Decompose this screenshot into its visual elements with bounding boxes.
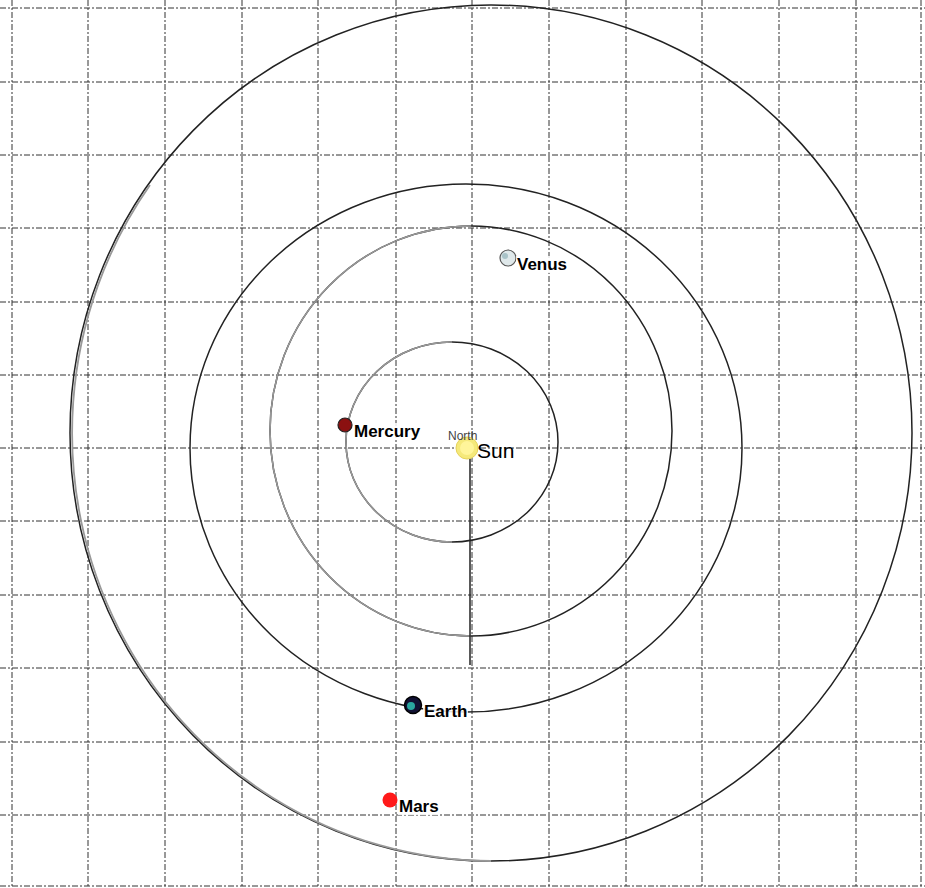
grid-line — [0, 228, 925, 229]
venus-orbit-far — [270, 226, 471, 636]
mars-orbit — [70, 5, 912, 861]
grid-line — [88, 0, 89, 888]
grid-line — [0, 742, 925, 743]
grid-line — [12, 0, 13, 888]
mars-orbit-far — [72, 185, 491, 861]
grid-line — [702, 0, 703, 888]
grid-line — [779, 0, 780, 888]
earth-orbit — [190, 184, 742, 712]
grid-line — [856, 0, 857, 888]
mercury-orbit-far — [346, 342, 452, 542]
mercury-orbit — [346, 342, 558, 542]
grid-line — [242, 0, 243, 888]
grid-line — [921, 0, 922, 888]
grid-line — [0, 8, 925, 9]
grid-line — [0, 302, 925, 303]
mars-symbol — [383, 793, 398, 808]
planet-label: Earth — [423, 703, 468, 720]
grid-line — [318, 0, 319, 888]
grid-line — [396, 0, 397, 888]
grid-line — [0, 815, 925, 816]
planet-label: Mars — [398, 798, 440, 815]
grid-line — [0, 82, 925, 83]
planet-label: Venus — [516, 256, 568, 273]
earth-symbol — [405, 697, 422, 714]
grid-line — [0, 155, 925, 156]
grid-line — [0, 886, 925, 887]
grid-line — [0, 595, 925, 596]
mercury-symbol — [338, 418, 352, 432]
sun-reference-line — [469, 456, 471, 665]
grid-line — [549, 0, 550, 888]
venus-symbol — [500, 250, 516, 266]
venus-orbit — [270, 226, 672, 636]
planet-label: Mercury — [353, 423, 421, 440]
direction-label: North — [447, 430, 478, 442]
grid-line — [0, 521, 925, 522]
grid-line — [0, 375, 925, 376]
sun-label: Sun — [476, 440, 515, 461]
grid-line — [165, 0, 166, 888]
grid-line — [626, 0, 627, 888]
